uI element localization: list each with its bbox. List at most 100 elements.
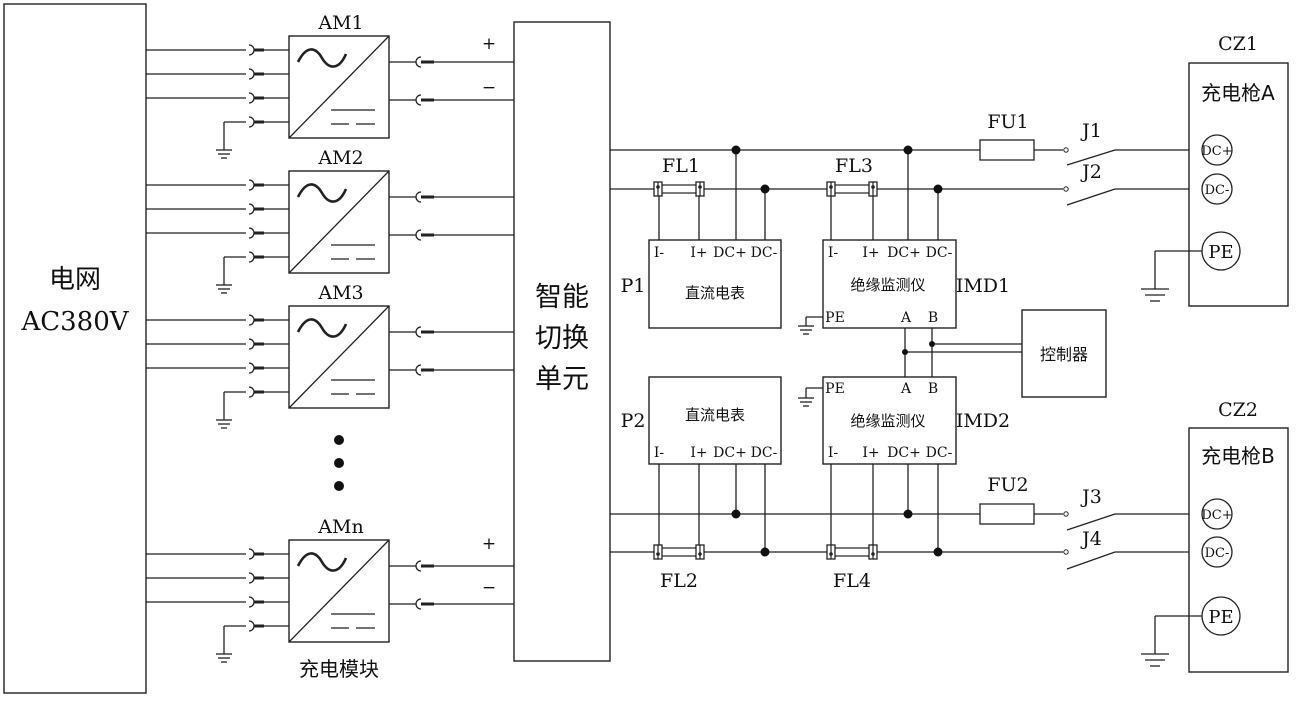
module-pe-ground-icon <box>216 251 289 294</box>
imd1-terminal-dc-plus: DC+ <box>887 245 921 261</box>
polarity-plus-top: + <box>482 34 496 54</box>
contactor-j2 <box>1063 186 1198 206</box>
p2-terminal-i-plus: I+ <box>690 445 707 461</box>
imd2-name: 绝缘监测仪 <box>850 412 925 430</box>
cz2-pin-dc-minus-label: DC- <box>1205 546 1230 561</box>
polarity-plus-bottom: + <box>482 534 496 554</box>
shunt-fl3-label: FL3 <box>835 155 873 177</box>
grid-title-line1: 电网 <box>49 265 101 295</box>
contactor-j4-label: J4 <box>1080 528 1102 550</box>
module-pe-ground-icon <box>216 116 289 159</box>
ac-input-phase-3 <box>146 362 289 374</box>
dc-symbol-icon <box>331 379 375 395</box>
dc-symbol-icon <box>331 109 375 125</box>
shunt-fl1 <box>653 181 705 197</box>
p2-name: 直流电表 <box>685 406 745 424</box>
module-label: AMn <box>317 516 363 538</box>
dc-symbol-icon <box>331 244 375 260</box>
charging-module-1: AM1 <box>146 12 514 159</box>
connector-cz2: 充电枪B DC+ DC- PE <box>1188 427 1289 673</box>
p2-label: P2 <box>621 410 646 432</box>
ac-input-phase-2 <box>146 203 289 215</box>
p2-terminal-i-minus: I- <box>654 445 665 461</box>
ac-input-phase-1 <box>146 548 289 560</box>
contactor-j4 <box>1063 549 1198 570</box>
dc-output-plus <box>389 56 514 68</box>
cz2-pin-dc-minus <box>1201 536 1233 568</box>
switch-unit-line2: 切换 <box>535 323 589 354</box>
dc-output-minus <box>389 94 514 106</box>
module-label: AM1 <box>317 12 363 34</box>
dc-output-minus <box>389 229 514 241</box>
cz2-label: CZ2 <box>1218 399 1258 421</box>
ac-input-phase-2 <box>146 572 289 584</box>
fuse-fu2-label: FU2 <box>987 474 1028 496</box>
p1-terminal-dc-plus: DC+ <box>713 245 747 261</box>
fuse-fu1 <box>979 139 1035 161</box>
imd1-terminal-i-plus: I+ <box>862 245 879 261</box>
p1-terminal-dc-minus: DC- <box>751 245 778 261</box>
cz1-pin-dc-minus <box>1201 173 1233 205</box>
imd1: I- I+ DC+ DC- 绝缘监测仪 PE A B <box>822 239 957 329</box>
shunt-fl4-label: FL4 <box>833 570 871 592</box>
p1-terminal-i-minus: I- <box>654 245 665 261</box>
cz2-ground-icon <box>1141 615 1202 667</box>
imd2-label: IMD2 <box>956 410 1010 432</box>
module-label: AM3 <box>317 282 363 304</box>
dc-bus-wiring <box>610 145 1063 557</box>
controller: 控制器 <box>1021 309 1107 398</box>
imd1-name: 绝缘监测仪 <box>850 276 925 294</box>
dc-meter-p2: 直流电表 I- I+ DC+ DC- <box>648 376 782 465</box>
imd2-terminal-a: A <box>900 381 912 397</box>
connector-cz1: 充电枪A DC+ DC- PE <box>1188 62 1289 307</box>
p1-label: P1 <box>621 275 646 297</box>
dc-output-plus <box>389 326 514 338</box>
dc-output-plus <box>389 191 514 203</box>
charging-module-4: AMn <box>146 516 514 663</box>
p2-terminal-dc-plus: DC+ <box>713 445 747 461</box>
imd1-terminal-dc-minus: DC- <box>926 245 953 261</box>
charging-module-3: AM3 <box>146 282 514 429</box>
cz1-pin-dc-minus-label: DC- <box>1205 183 1230 198</box>
switch-unit-line1: 智能 <box>535 282 589 313</box>
dc-meter-p1: I- I+ DC+ DC- 直流电表 <box>648 239 782 329</box>
imd2-terminal-i-minus: I- <box>828 445 839 461</box>
p2-terminal-dc-minus: DC- <box>751 445 778 461</box>
smart-switching-unit: 智能 切换 单元 <box>513 21 611 662</box>
fuse-fu1-label: FU1 <box>987 111 1028 133</box>
imd1-ground-icon <box>798 316 823 335</box>
grid-title-line2: AC380V <box>20 307 129 337</box>
cz1-pin-dc-plus <box>1201 134 1233 166</box>
cz2-pin-pe-label: PE <box>1208 607 1233 628</box>
p1-name: 直流电表 <box>685 284 745 302</box>
dc-output-minus <box>389 364 514 376</box>
shunt-fl1-label: FL1 <box>662 155 700 177</box>
imd2-terminal-pe: PE <box>825 381 845 397</box>
dc-output-minus <box>389 598 514 610</box>
dc-symbol-icon <box>331 613 375 629</box>
imd2-terminal-b: B <box>928 381 938 397</box>
ac-input-phase-1 <box>146 314 289 326</box>
polarity-minus-top: − <box>482 78 496 98</box>
ac-input-phase-1 <box>146 44 289 56</box>
ac-symbol-icon <box>296 48 348 68</box>
shunt-fl4 <box>826 544 878 560</box>
ac-input-phase-3 <box>146 227 289 239</box>
cz1-name: 充电枪A <box>1201 81 1275 105</box>
imd2-ground-icon <box>798 387 823 407</box>
imd1-label: IMD1 <box>956 275 1010 297</box>
cz2-pin-dc-plus <box>1201 498 1233 530</box>
dc-output-plus <box>389 560 514 572</box>
ac-symbol-icon <box>296 183 348 203</box>
cz1-label: CZ1 <box>1218 33 1258 55</box>
contactor-j1 <box>1063 147 1198 166</box>
imd1-terminal-a: A <box>900 310 912 326</box>
imd2: PE A B 绝缘监测仪 I- I+ DC+ DC- <box>822 376 957 465</box>
ac-input-phase-3 <box>146 596 289 608</box>
module-pe-ground-icon <box>216 620 289 663</box>
ac-input-phase-1 <box>146 179 289 191</box>
fuse-fu2 <box>979 503 1035 525</box>
shunt-fl2-label: FL2 <box>660 570 698 592</box>
contactor-j3-label: J3 <box>1080 486 1102 508</box>
